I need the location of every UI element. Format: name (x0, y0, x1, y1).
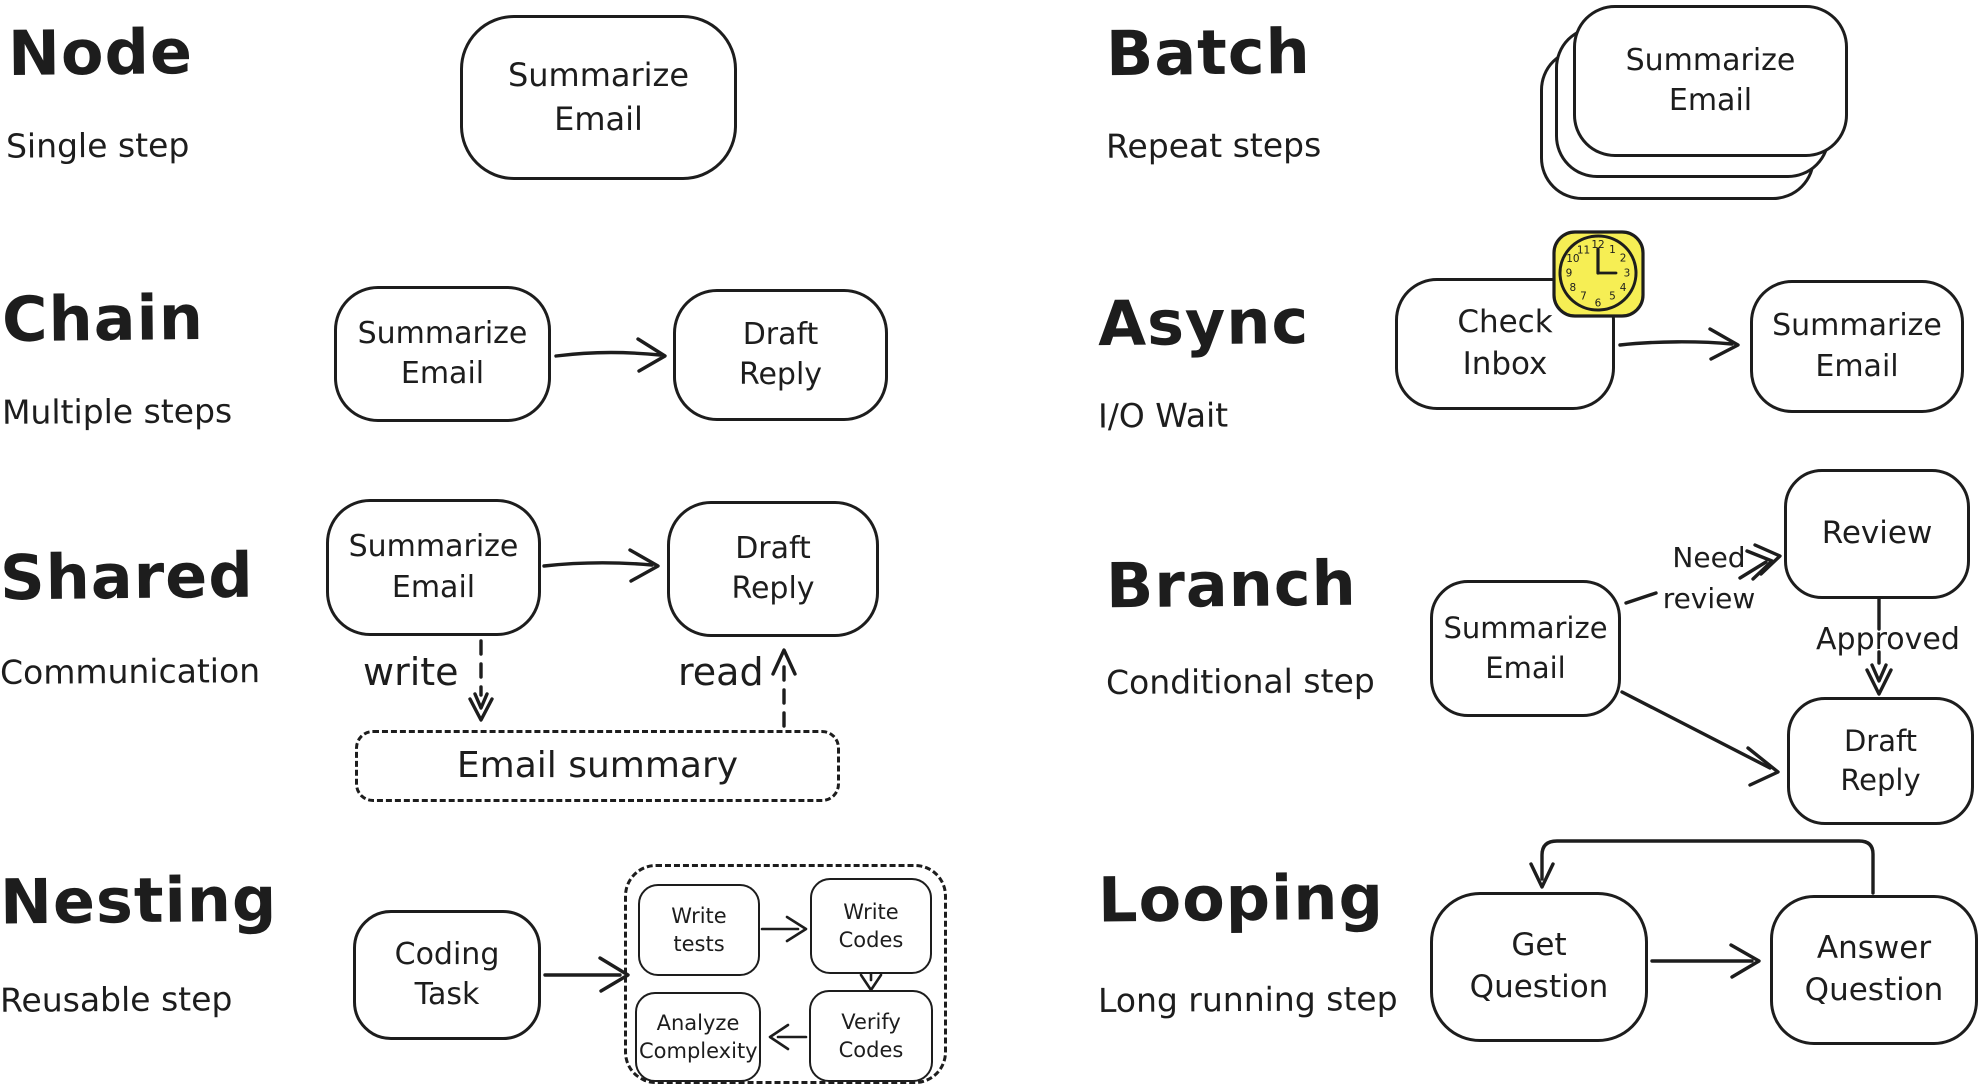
nesting-section-title: Nesting (0, 862, 278, 939)
branch-draft-reply-box: Draft Reply (1787, 697, 1974, 825)
node-summarize-email-box: Summarize Email (460, 15, 737, 180)
shared-summarize-email-box: Summarize Email (326, 499, 541, 636)
async-check-inbox-label: Check Inbox (1457, 304, 1553, 382)
branch-review-label: Review (1821, 515, 1933, 552)
async-summarize-email-box: Summarize Email (1750, 280, 1964, 413)
batch-summarize-email-box: Summarize Email (1573, 5, 1848, 157)
batch-summarize-email-label: Summarize Email (1625, 42, 1796, 119)
clock-icon: 12 1 2 3 4 5 6 7 8 9 10 11 (1552, 230, 1645, 318)
shared-read-label: read (678, 650, 764, 694)
nesting-analyze-complexity-box: Analyze Complexity (635, 992, 761, 1082)
nesting-verify-codes-label: Verify Codes (838, 1009, 904, 1062)
batch-section-subtitle: Repeat steps (1105, 125, 1322, 166)
nesting-write-tests-label: Write tests (671, 903, 727, 956)
branch-approved-label: Approved (1816, 622, 1960, 657)
nesting-write-codes-box: Write Codes (810, 878, 932, 974)
clock-numeral-5: 5 (1609, 291, 1616, 303)
batch-section-title: Batch (1105, 14, 1312, 91)
chain-summarize-email-box: Summarize Email (334, 286, 551, 422)
clock-numeral-4: 4 (1620, 282, 1627, 294)
node-summarize-email-label: Summarize Email (507, 56, 690, 138)
looping-section-title: Looping (1097, 860, 1385, 937)
nesting-analyze-complexity-label: Analyze Complexity (639, 1010, 758, 1063)
chain-draft-reply-label: Draft Reply (738, 316, 823, 393)
branch-need-review-label: Need review (1662, 541, 1756, 615)
clock-numeral-12: 12 (1591, 239, 1604, 251)
shared-summarize-email-label: Summarize Email (348, 529, 519, 605)
async-section-title: Async (1097, 284, 1310, 361)
clock-numeral-3: 3 (1624, 268, 1631, 280)
branch-section-title: Branch (1105, 546, 1358, 623)
async-arrow (1618, 327, 1740, 361)
chain-section-subtitle: Multiple steps (1, 391, 233, 432)
node-section-title: Node (7, 15, 194, 90)
clock-numeral-7: 7 (1580, 291, 1587, 303)
nesting-coding-task-label: Coding Task (394, 936, 500, 1013)
clock-numeral-2: 2 (1620, 253, 1627, 265)
looping-forward-arrow (1650, 943, 1761, 979)
async-summarize-email-label: Summarize Email (1772, 308, 1942, 384)
clock-numeral-8: 8 (1570, 282, 1577, 294)
nesting-section-subtitle: Reusable step (0, 979, 233, 1020)
chain-arrow (554, 337, 667, 373)
looping-back-arrow (1529, 839, 1875, 895)
looping-get-question-box: Get Question (1430, 892, 1648, 1042)
shared-draft-reply-box: Draft Reply (667, 501, 879, 637)
clock-numeral-9: 9 (1566, 268, 1573, 280)
clock-numeral-11: 11 (1577, 245, 1590, 257)
nesting-coding-task-box: Coding Task (353, 910, 541, 1040)
clock-numeral-10: 10 (1566, 253, 1579, 265)
shared-arrow (542, 548, 660, 583)
chain-draft-reply-box: Draft Reply (673, 289, 888, 421)
clock-numeral-1: 1 (1609, 244, 1616, 256)
looping-answer-question-label: Answer Question (1804, 930, 1944, 1008)
nesting-arrow (543, 956, 630, 993)
batch-card-stack: Summarize Email (1540, 5, 1850, 200)
looping-answer-question-box: Answer Question (1770, 895, 1978, 1045)
shared-read-arrow (771, 648, 797, 728)
branch-summarize-email-label: Summarize Email (1443, 611, 1608, 685)
shared-section-subtitle: Communication (0, 651, 261, 692)
branch-summarize-email-box: Summarize Email (1430, 580, 1621, 717)
clock-numeral-6: 6 (1595, 298, 1602, 310)
shared-write-arrow (468, 639, 494, 722)
branch-diagonal-arrow (1620, 690, 1780, 787)
nesting-verify-codes-box: Verify Codes (809, 990, 933, 1082)
branch-draft-reply-label: Draft Reply (1840, 723, 1921, 797)
chain-summarize-email-label: Summarize Email (357, 315, 528, 392)
looping-section-subtitle: Long running step (1097, 978, 1398, 1021)
shared-draft-reply-label: Draft Reply (731, 530, 815, 607)
node-section-subtitle: Single step (5, 125, 190, 166)
branch-section-subtitle: Conditional step (1105, 661, 1375, 702)
shared-write-label: write (363, 650, 459, 694)
nesting-subflow-container (624, 864, 947, 1084)
nesting-write-tests-box: Write tests (638, 884, 760, 976)
nesting-write-codes-label: Write Codes (838, 899, 904, 952)
shared-section-title: Shared (0, 538, 255, 615)
async-section-subtitle: I/O Wait (1097, 395, 1229, 436)
shared-email-summary-label: Email summary (456, 744, 739, 786)
branch-review-box: Review (1784, 469, 1970, 599)
shared-email-summary-store: Email summary (355, 730, 840, 802)
looping-get-question-label: Get Question (1469, 927, 1609, 1005)
chain-section-title: Chain (1, 280, 205, 357)
